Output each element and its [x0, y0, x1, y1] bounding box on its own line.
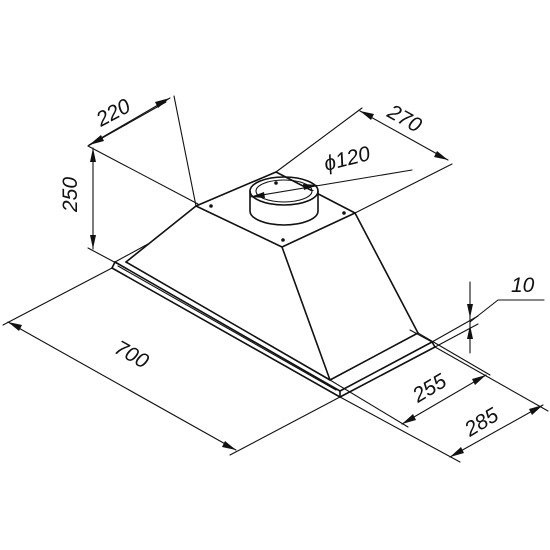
duct-collar-bottom — [249, 190, 319, 226]
arrow-head — [434, 151, 448, 160]
arrow-head — [402, 414, 416, 424]
extension-line — [354, 163, 453, 214]
duct-collar — [249, 176, 319, 226]
dimension-label-length: 700 — [111, 336, 153, 373]
base-plate-left-end — [111, 261, 116, 269]
dimension-label-depth-inner: 255 — [408, 369, 451, 407]
screw-dot — [342, 211, 346, 215]
extension-line — [417, 332, 491, 376]
extension-line — [173, 95, 197, 207]
extension-line — [87, 145, 199, 205]
dimension-line — [449, 404, 544, 458]
hood-edge-front — [281, 246, 331, 381]
arrow-head — [360, 111, 374, 120]
dimension-depth-inner: 255 — [329, 332, 491, 428]
hood-bottom-rim — [125, 261, 419, 381]
dimension-duct-diameter: ϕ120 — [249, 142, 413, 198]
arrow-head — [450, 447, 464, 457]
extension-line — [329, 379, 409, 428]
dimension-label-height: 250 — [59, 177, 82, 213]
arrow-head — [529, 405, 543, 415]
dimension-line — [88, 97, 171, 146]
leader-line — [469, 299, 545, 323]
arrow-head — [303, 184, 318, 190]
arrow-head — [90, 148, 96, 162]
arrow-head — [155, 98, 170, 108]
screw-dot — [281, 238, 285, 242]
dimension-line — [359, 110, 449, 161]
extension-line — [229, 396, 341, 456]
dimension-label-depth-top: 270 — [383, 100, 426, 138]
dimension-label-width-top: 220 — [92, 95, 135, 132]
extension-line — [434, 346, 549, 412]
dimension-label-depth-outer: 285 — [460, 403, 503, 441]
dimension-label-thickness: 10 — [511, 274, 535, 297]
dimension-line — [7, 321, 237, 451]
dimension-width-top: 220 — [87, 95, 197, 207]
arrow-head — [467, 325, 473, 339]
arrow-head — [8, 322, 22, 331]
duct-collar-inner-ellipse — [255, 179, 313, 203]
base-plate-inner-line — [117, 265, 337, 391]
base-back-edge — [114, 243, 149, 263]
screw-dot — [274, 181, 278, 185]
base-plate-right-end — [431, 341, 436, 348]
extension-line — [2, 267, 113, 326]
arrow-head — [250, 192, 265, 198]
dimension-height: 250 — [59, 145, 199, 265]
arrow-head — [89, 135, 104, 145]
dimension-label-duct-diameter: ϕ120 — [322, 142, 373, 176]
arrow-head — [472, 375, 486, 385]
hood-edge-left — [125, 205, 197, 263]
extension-line — [339, 396, 461, 463]
dimension-thickness: 10 — [431, 274, 545, 354]
duct-collar-top-ellipse — [249, 176, 319, 206]
screw-dot — [209, 204, 213, 208]
arrow-head — [90, 235, 96, 249]
base-back-edge-right — [409, 329, 433, 343]
dimension-line — [401, 374, 487, 425]
arrow-head — [222, 441, 236, 450]
extension-line — [87, 247, 119, 265]
leader-line — [249, 169, 413, 198]
hood-edge-right — [354, 212, 419, 334]
arrow-head — [467, 304, 473, 318]
extension-line — [434, 323, 479, 348]
base-plate-top-edge — [114, 261, 433, 392]
extension-line — [275, 107, 363, 173]
